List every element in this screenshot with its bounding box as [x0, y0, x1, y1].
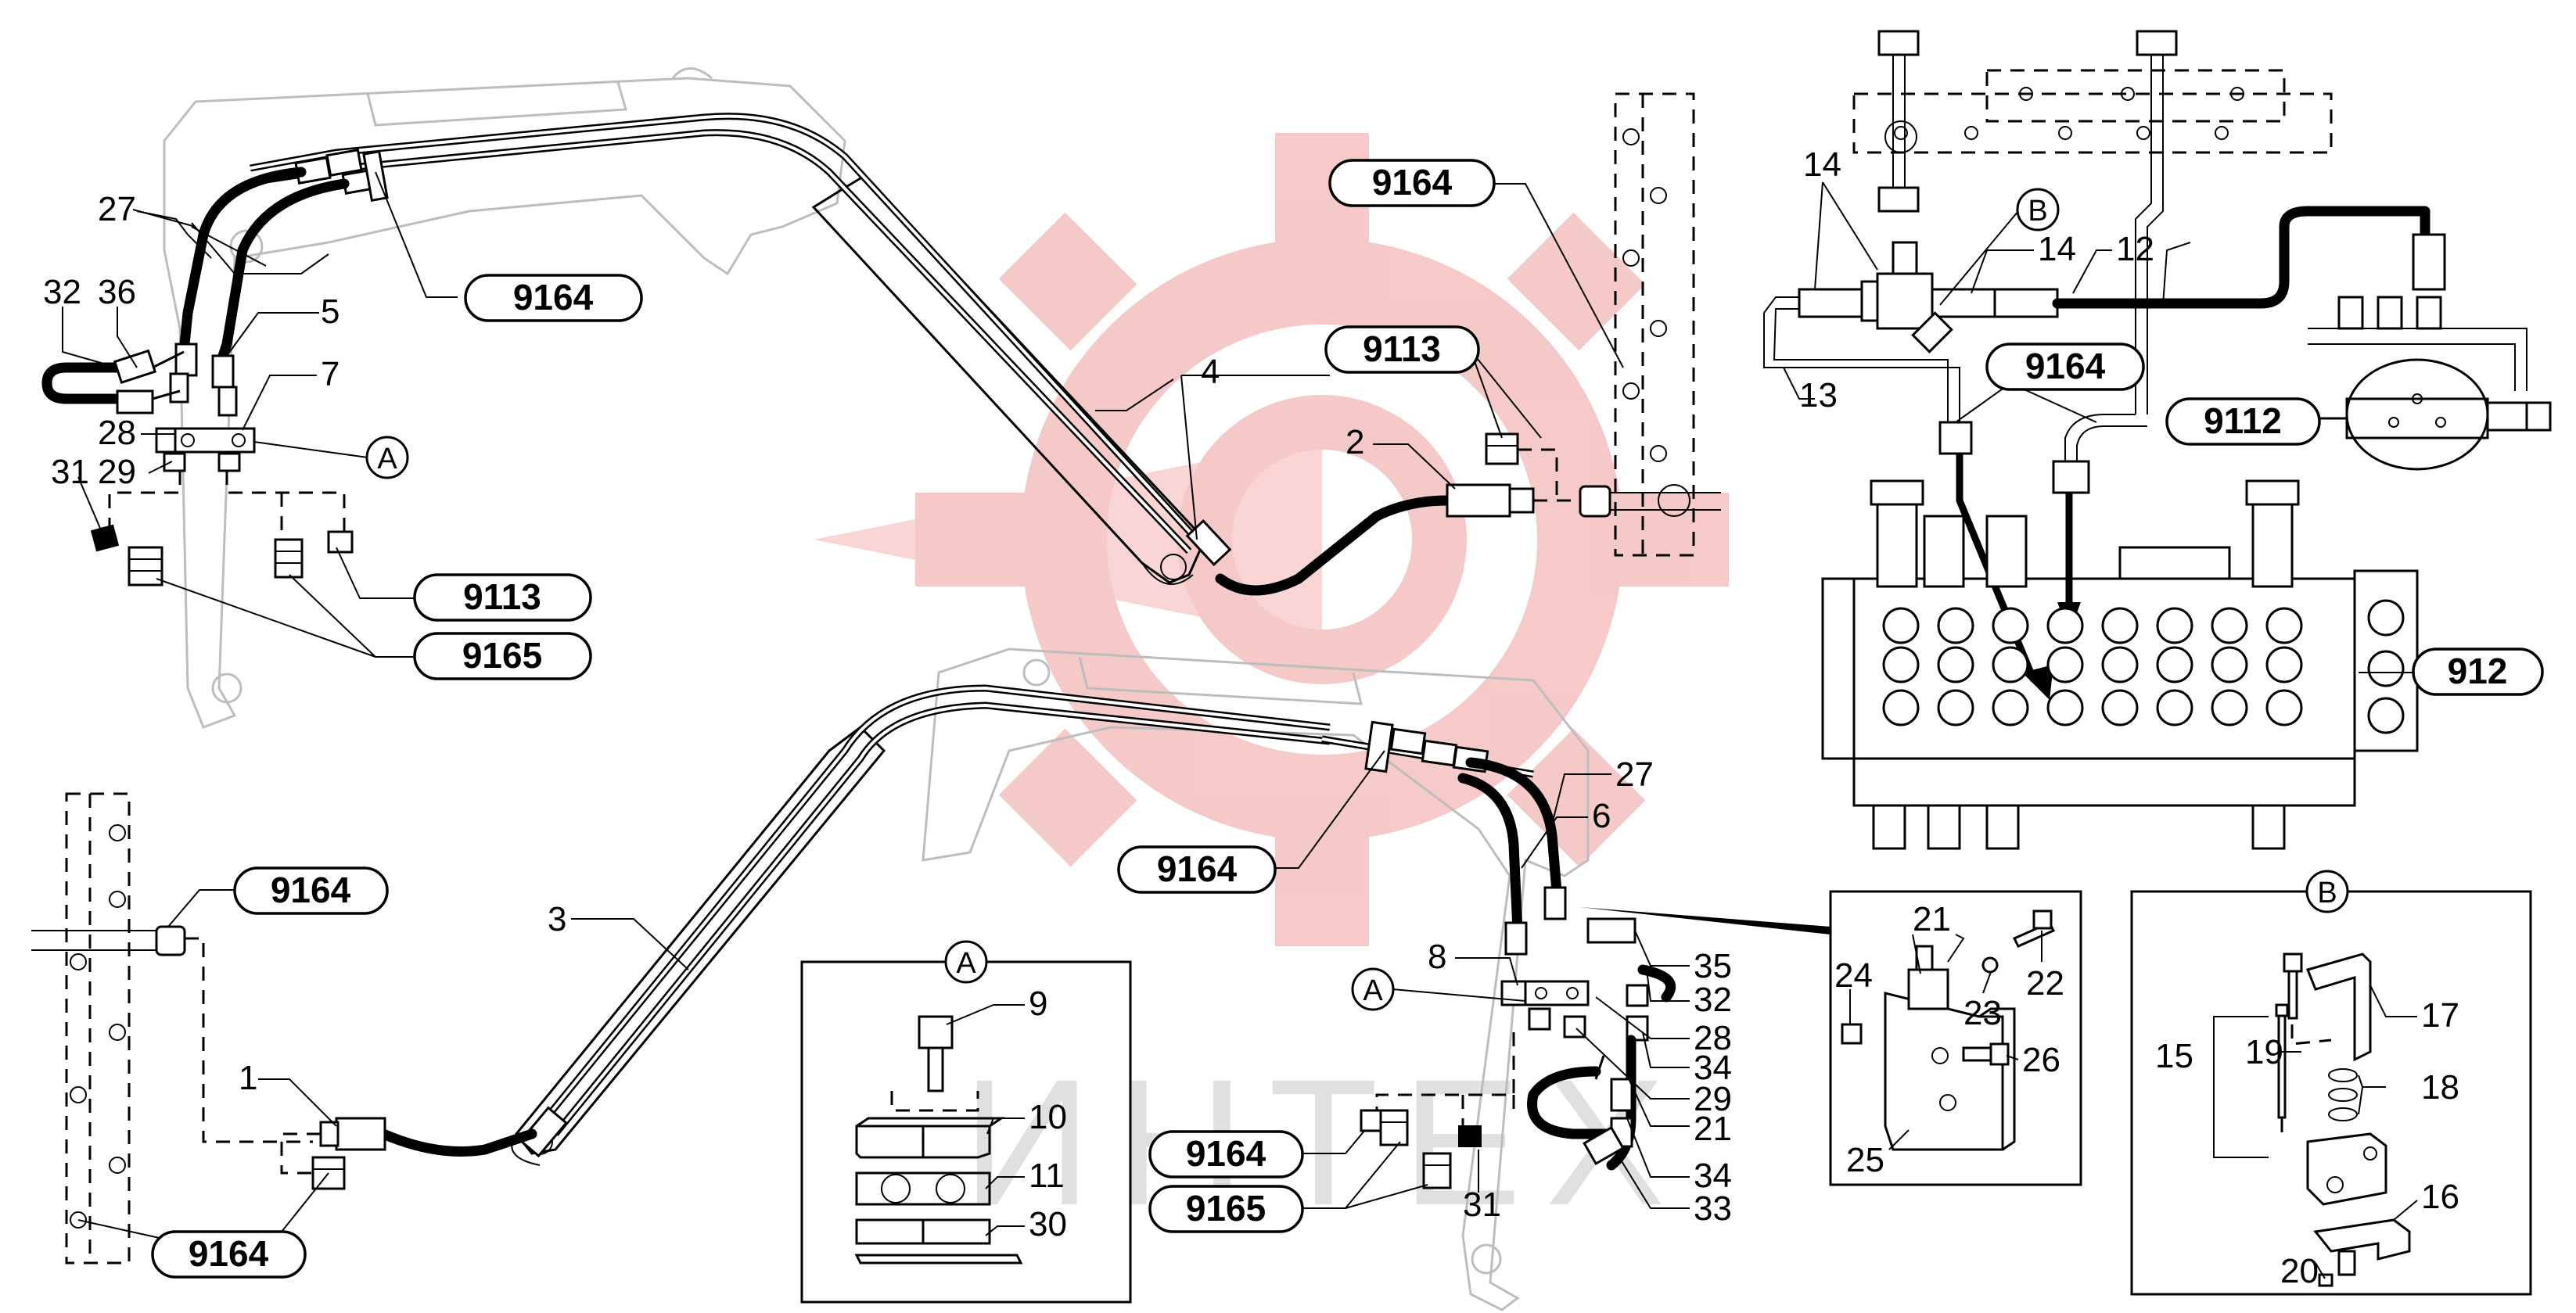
- callout-22: 22: [2026, 964, 2064, 1003]
- hose-2-assembly: [1215, 432, 1721, 596]
- svg-text:9113: 9113: [1363, 328, 1441, 369]
- callout-36: 36: [98, 273, 136, 311]
- callout-9: 9: [1029, 985, 1047, 1023]
- callout-15: 15: [2155, 1037, 2193, 1075]
- callout-23: 23: [1963, 994, 2002, 1032]
- callout-13: 13: [1799, 376, 1838, 414]
- callout-27-right: 27: [1615, 755, 1654, 794]
- callout-29-top: 29: [98, 453, 136, 491]
- svg-text:912: 912: [2448, 651, 2508, 691]
- callout-20: 20: [2280, 1252, 2319, 1290]
- kit-9164-lower: 9164: [1148, 1130, 1304, 1178]
- callout-29-right: 29: [1694, 1080, 1732, 1118]
- callout-14-right: 14: [2038, 230, 2076, 268]
- detail-view-b: B: [2130, 870, 2532, 1296]
- callout-30: 30: [1029, 1205, 1067, 1243]
- kit-9165-left: 9165: [413, 632, 592, 680]
- part-callouts: 27 32 36 5 7 28 29 31 4 2 14 14 12 13 1 …: [43, 145, 2459, 1290]
- callout-34-upper: 34: [1694, 1049, 1732, 1087]
- kit-9164-bottom: 9164: [151, 1230, 307, 1279]
- reference-marker-a-mid: A: [1351, 967, 1395, 1011]
- kit-9113-left: 9113: [413, 573, 592, 622]
- kit-9164-top: 9164: [464, 274, 643, 322]
- callout-11: 11: [1029, 1157, 1065, 1195]
- svg-text:9165: 9165: [1186, 1188, 1266, 1229]
- callout-18: 18: [2421, 1068, 2459, 1107]
- callout-5: 5: [321, 292, 340, 331]
- dashed-mounting-rail-bottom: [31, 792, 313, 1265]
- callout-6: 6: [1592, 797, 1611, 835]
- callout-16: 16: [2421, 1178, 2459, 1216]
- lower-boom-assembly: [280, 648, 1831, 1311]
- svg-text:9164: 9164: [513, 277, 594, 317]
- svg-text:ИНТЕХ: ИНТЕХ: [962, 1042, 1689, 1243]
- callout-21-detail: 21: [1913, 900, 1951, 938]
- svg-text:9164: 9164: [1157, 848, 1238, 889]
- callout-28-top: 28: [98, 414, 136, 452]
- svg-text:9112: 9112: [2204, 400, 2282, 441]
- callout-17: 17: [2421, 996, 2459, 1035]
- callout-8: 8: [1428, 938, 1446, 976]
- callout-32-right: 32: [1694, 981, 1732, 1019]
- reference-marker-a-top: A: [365, 436, 409, 479]
- callout-19: 19: [2245, 1033, 2283, 1071]
- callout-2: 2: [1345, 423, 1364, 461]
- detail-view-bracket: [1829, 890, 2082, 1186]
- leader-lines: [136, 210, 2191, 540]
- detail-b-label: B: [2317, 877, 2337, 909]
- callout-32-top: 32: [43, 273, 81, 311]
- svg-text:9113: 9113: [463, 576, 541, 617]
- kit-9165-lower: 9165: [1148, 1185, 1304, 1233]
- callout-26: 26: [2022, 1041, 2060, 1079]
- callout-10: 10: [1029, 1098, 1067, 1136]
- svg-text:9164: 9164: [1186, 1133, 1266, 1174]
- kit-9164-left: 9164: [233, 866, 389, 915]
- detail-a-label: A: [956, 947, 976, 980]
- callout-24: 24: [1834, 956, 1873, 995]
- callout-31-lower: 31: [1463, 1186, 1501, 1224]
- kit-9164-right: 9164: [1328, 159, 1496, 207]
- callout-28-right: 28: [1694, 1019, 1732, 1057]
- svg-text:B: B: [2028, 195, 2047, 228]
- kit-9164-valve: 9164: [1985, 343, 2145, 391]
- kit-9113-mid: 9113: [1324, 325, 1480, 374]
- callout-35: 35: [1694, 947, 1732, 985]
- svg-text:9164: 9164: [1372, 162, 1453, 203]
- control-valve-assembly: [1763, 30, 2552, 850]
- upper-boom-assembly: [41, 67, 1232, 729]
- callout-1: 1: [239, 1059, 257, 1097]
- callout-25: 25: [1846, 1141, 1884, 1179]
- svg-text:9164: 9164: [2025, 346, 2106, 386]
- callout-4: 4: [1201, 353, 1220, 391]
- svg-text:9165: 9165: [462, 635, 542, 676]
- svg-text:9164: 9164: [271, 870, 351, 910]
- callout-7: 7: [321, 355, 340, 393]
- callout-33: 33: [1694, 1189, 1732, 1228]
- callout-34-lower: 34: [1694, 1157, 1732, 1195]
- callout-27-top: 27: [98, 190, 136, 228]
- callout-12: 12: [2116, 230, 2154, 268]
- dashed-mounting-rail-top: [1614, 92, 1695, 557]
- svg-text:A: A: [377, 443, 397, 475]
- callout-14-left: 14: [1803, 145, 1841, 184]
- callout-31-top: 31: [51, 453, 89, 491]
- kit-912: 912: [2412, 648, 2544, 696]
- svg-text:A: A: [1363, 974, 1383, 1007]
- watermark-text: ИНТЕХ: [962, 1042, 1689, 1243]
- svg-text:9164: 9164: [189, 1233, 269, 1274]
- callout-3: 3: [548, 900, 566, 938]
- kit-9164-mid: 9164: [1117, 845, 1277, 894]
- reference-marker-b: B: [2016, 188, 2060, 231]
- callout-21-main: 21: [1694, 1110, 1732, 1148]
- kit-9112: 9112: [2165, 397, 2321, 446]
